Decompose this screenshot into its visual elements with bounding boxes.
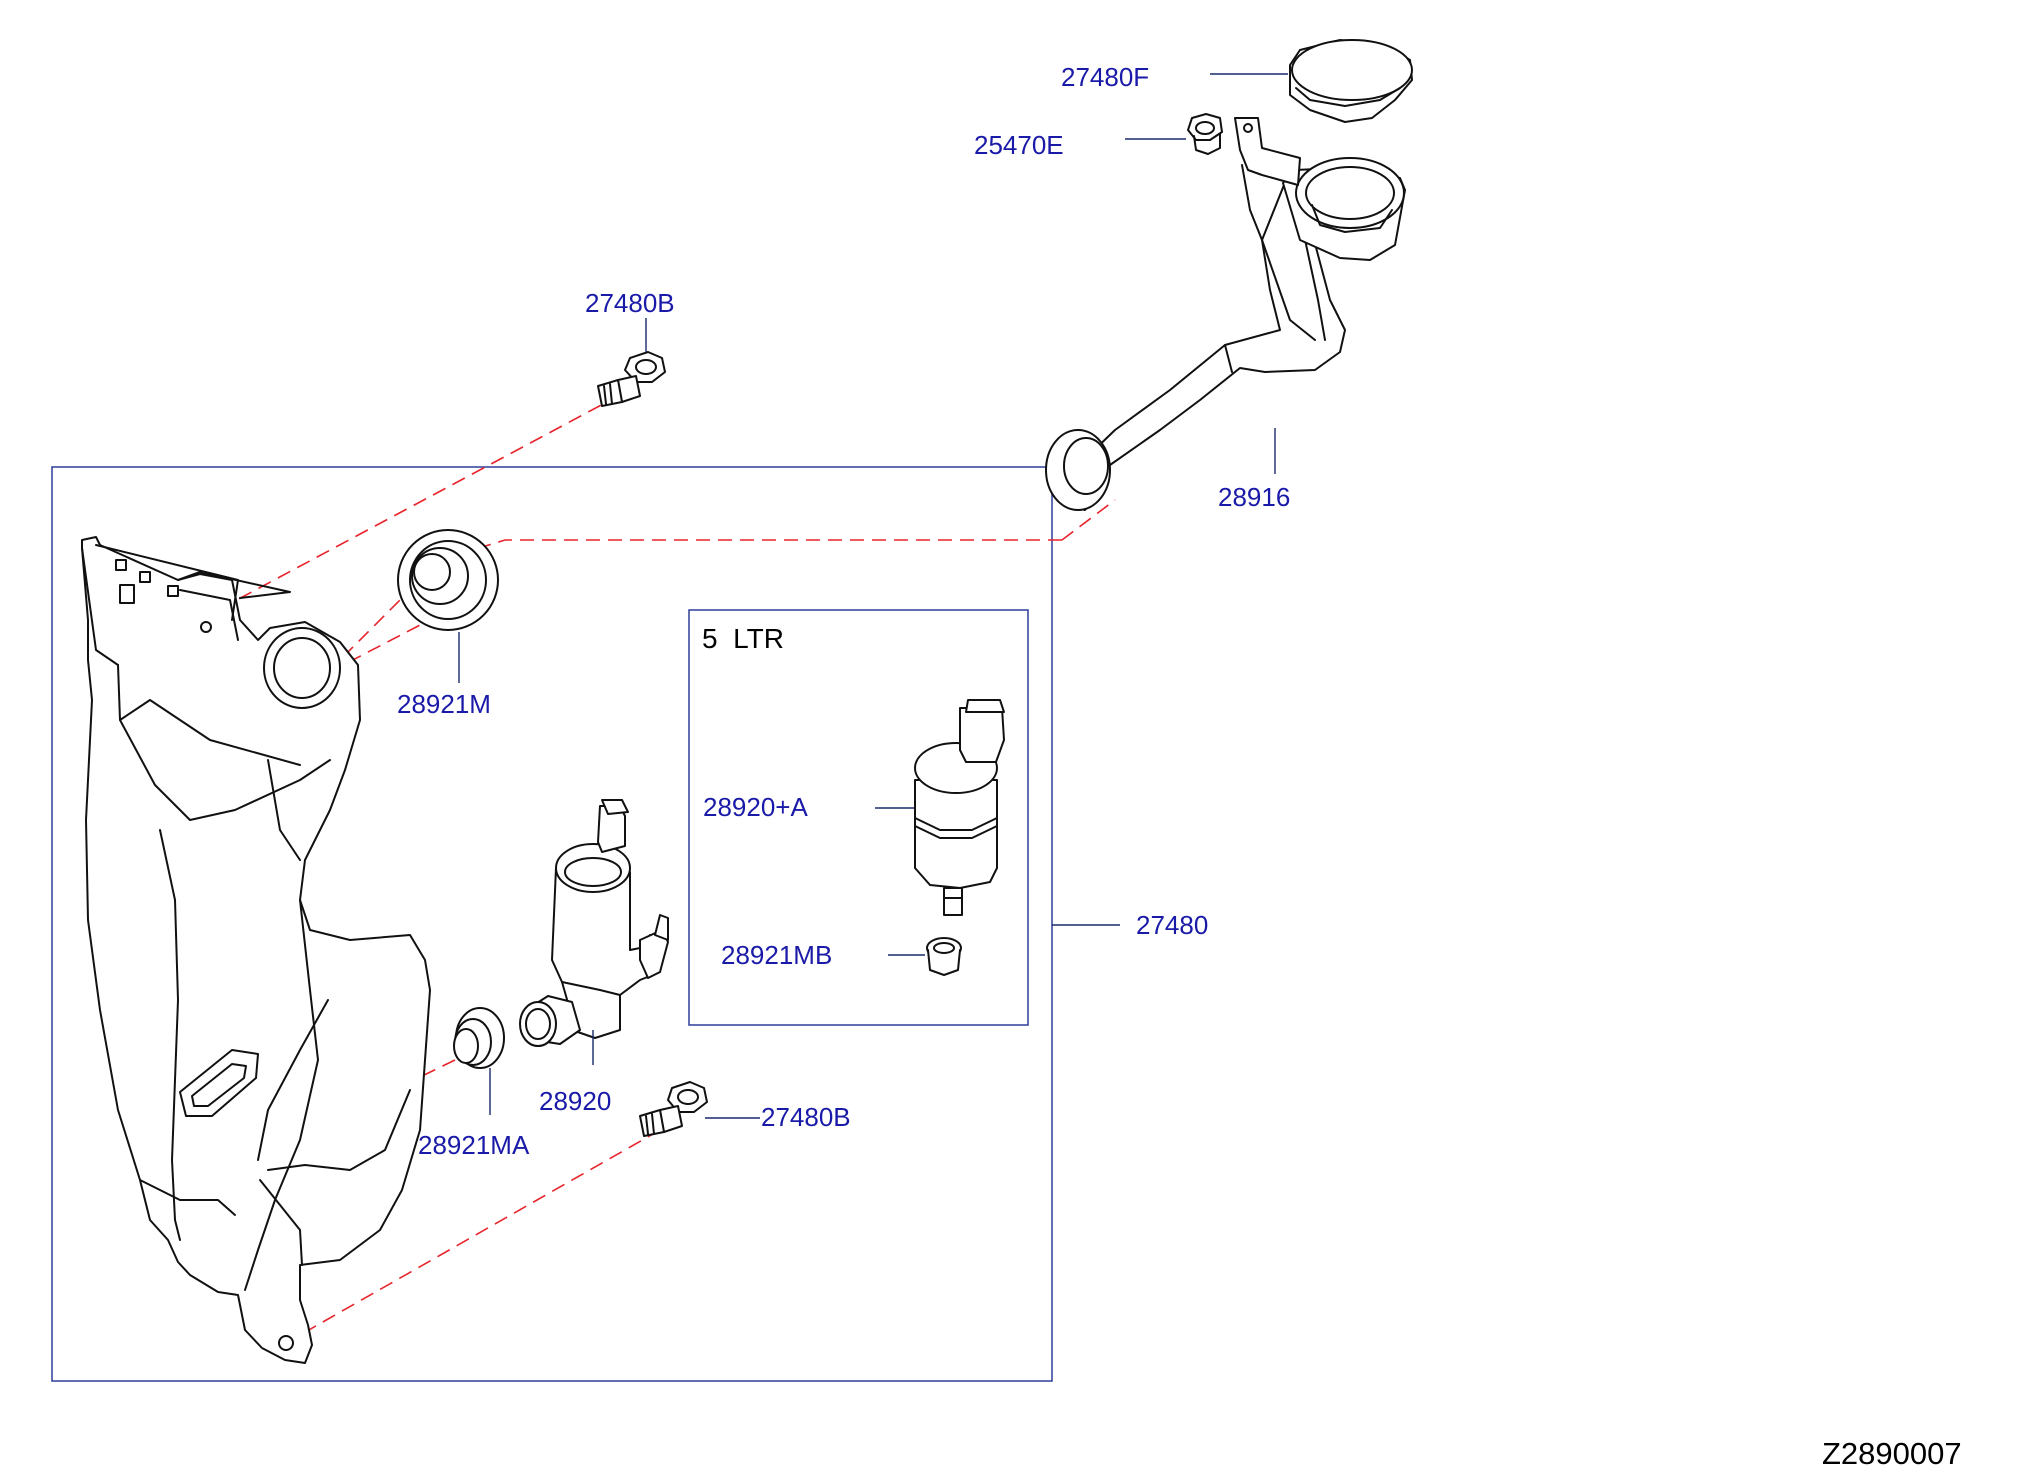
filler-cap xyxy=(1289,39,1413,123)
subgroup-frame xyxy=(688,609,1029,1026)
callout-tank-assembly: 27480 xyxy=(1136,910,1208,940)
callout-filler-pipe: 28916 xyxy=(1218,482,1290,512)
bolt-top xyxy=(597,351,666,407)
bolt-bottom xyxy=(639,1081,708,1137)
callout-seal-pump: 28921MA xyxy=(418,1130,530,1160)
assembly-frame xyxy=(51,466,1053,1382)
filler-pipe xyxy=(1045,117,1406,511)
nut xyxy=(1187,113,1223,155)
pump-seal xyxy=(453,1007,505,1069)
callout-seal-alt: 28921MB xyxy=(721,940,832,970)
tank-grommet xyxy=(397,529,499,631)
washer-pump xyxy=(519,799,669,1047)
callout-nut: 25470E xyxy=(974,130,1064,160)
washer-pump-alt xyxy=(914,699,1005,916)
callout-pump-alt: 28920+A xyxy=(703,792,808,822)
pump-seal-alt xyxy=(926,937,962,976)
callout-bolt-bottom: 27480B xyxy=(761,1102,851,1132)
callout-bolt-top: 27480B xyxy=(585,288,675,318)
callout-grommet-tank: 28921M xyxy=(397,689,491,719)
diagram-code: Z2890007 xyxy=(1822,1436,1962,1471)
callout-cap: 27480F xyxy=(1061,62,1149,92)
leader-lines xyxy=(458,73,1288,1119)
callout-pump: 28920 xyxy=(539,1086,611,1116)
washer-tank xyxy=(81,536,431,1364)
subgroup-title: 5 LTR xyxy=(702,623,784,654)
